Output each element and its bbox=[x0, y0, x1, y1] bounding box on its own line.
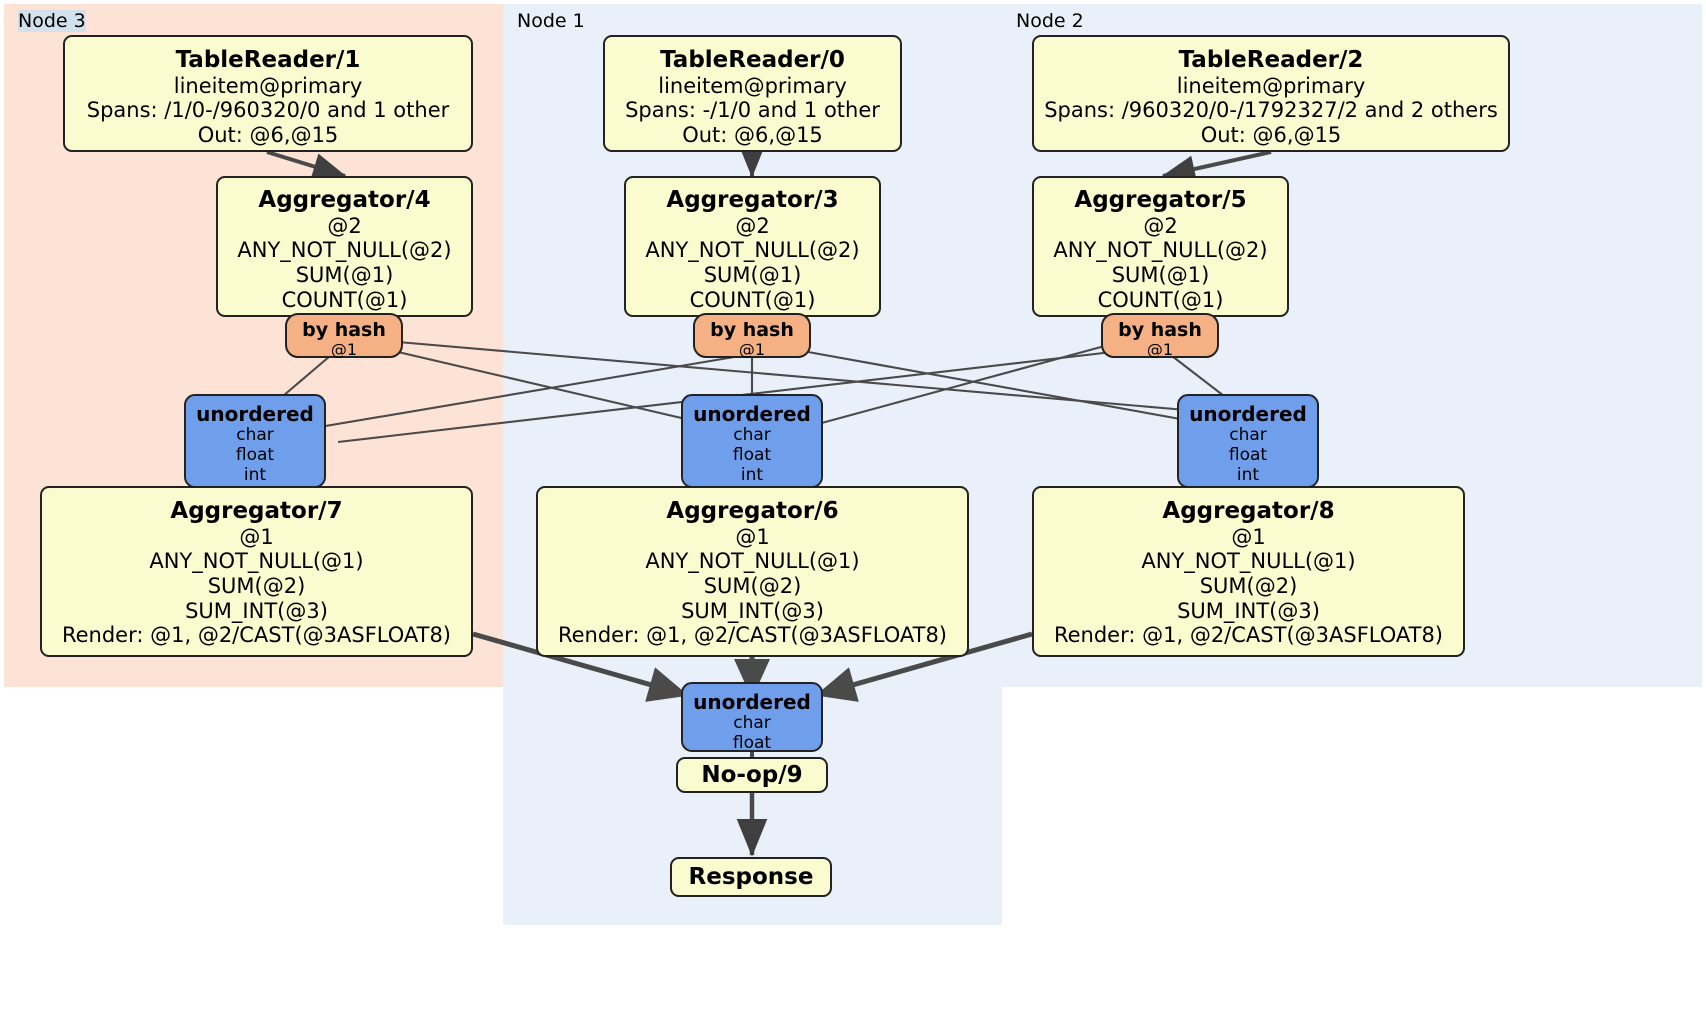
receiver-title: unordered bbox=[693, 690, 811, 714]
final-aggregator-node-2[interactable]: Aggregator/8 @1 ANY_NOT_NULL(@1) SUM(@2)… bbox=[1032, 486, 1465, 657]
receiver-title: unordered bbox=[196, 402, 314, 426]
receiver-type-3: int bbox=[740, 465, 764, 486]
receiver-type-2: float bbox=[732, 445, 772, 466]
node-title: Aggregator/5 bbox=[1074, 187, 1247, 213]
node-panel-label-node-3: Node 3 bbox=[18, 10, 86, 32]
node-render: Render: @1, @2/CAST(@3ASFLOAT8) bbox=[557, 623, 948, 648]
node-func-2: SUM(@2) bbox=[1199, 574, 1298, 599]
local-aggregator-node-2[interactable]: Aggregator/5 @2 ANY_NOT_NULL(@2) SUM(@1)… bbox=[1032, 176, 1289, 317]
receiver-type-1: char bbox=[1229, 425, 1267, 446]
router-title: by hash bbox=[710, 319, 794, 341]
node-title: Aggregator/8 bbox=[1162, 498, 1335, 524]
node-group-col: @1 bbox=[1231, 524, 1266, 549]
hash-router-node-1[interactable]: by hash @1 bbox=[693, 313, 811, 360]
node-func-3: SUM_INT(@3) bbox=[1177, 598, 1320, 623]
receiver-type-2: float bbox=[1228, 445, 1268, 466]
node-table: lineitem@primary bbox=[1176, 73, 1366, 98]
node-group-col: @1 bbox=[735, 524, 770, 549]
node-spans: Spans: -/1/0 and 1 other bbox=[625, 98, 880, 123]
node-out: Out: @6,@15 bbox=[1200, 123, 1342, 148]
node-func-1: ANY_NOT_NULL(@2) bbox=[645, 238, 860, 263]
node-panel-label-node-2: Node 2 bbox=[1016, 10, 1084, 32]
receiver-type-2: float bbox=[732, 733, 772, 754]
receiver-type-3: int bbox=[243, 465, 267, 486]
node-title: Aggregator/6 bbox=[666, 498, 839, 524]
node-title: Aggregator/3 bbox=[666, 187, 839, 213]
node-out: Out: @6,@15 bbox=[197, 123, 339, 148]
node-group-col: @2 bbox=[327, 213, 362, 238]
node-render: Render: @1, @2/CAST(@3ASFLOAT8) bbox=[61, 623, 452, 648]
node-func-3: COUNT(@1) bbox=[281, 287, 408, 312]
node-title: Aggregator/7 bbox=[170, 498, 343, 524]
receiver-type-2: float bbox=[235, 445, 275, 466]
hash-router-node-2[interactable]: by hash @1 bbox=[1101, 313, 1219, 360]
node-func-1: ANY_NOT_NULL(@2) bbox=[1053, 238, 1268, 263]
router-column: @1 bbox=[330, 340, 358, 360]
local-aggregator-node-1[interactable]: Aggregator/3 @2 ANY_NOT_NULL(@2) SUM(@1)… bbox=[624, 176, 881, 317]
receiver-title: unordered bbox=[1189, 402, 1307, 426]
node-func-3: COUNT(@1) bbox=[1097, 287, 1224, 312]
node-func-2: SUM(@2) bbox=[703, 574, 802, 599]
node-group-col: @2 bbox=[735, 213, 770, 238]
node-title: TableReader/2 bbox=[1178, 47, 1364, 73]
node-group-col: @2 bbox=[1143, 213, 1178, 238]
node-title: TableReader/1 bbox=[175, 47, 361, 73]
node-spans: Spans: /960320/0-/1792327/2 and 2 others bbox=[1044, 98, 1498, 123]
table-reader-node-3[interactable]: TableReader/1 lineitem@primary Spans: /1… bbox=[63, 35, 473, 152]
node-render: Render: @1, @2/CAST(@3ASFLOAT8) bbox=[1053, 623, 1444, 648]
final-receiver[interactable]: unordered char float bbox=[681, 682, 823, 754]
node-title: Response bbox=[688, 863, 814, 890]
table-reader-node-1[interactable]: TableReader/0 lineitem@primary Spans: -/… bbox=[603, 35, 902, 152]
node-func-2: SUM(@1) bbox=[703, 263, 802, 288]
node-func-2: SUM(@2) bbox=[207, 574, 306, 599]
node-panel-label-node-1: Node 1 bbox=[517, 10, 585, 32]
router-title: by hash bbox=[302, 319, 386, 341]
receiver-node-3[interactable]: unordered char float int bbox=[184, 394, 326, 488]
node-out: Out: @6,@15 bbox=[682, 123, 823, 148]
node-title: TableReader/0 bbox=[660, 47, 845, 73]
node-title: Aggregator/4 bbox=[258, 187, 431, 213]
final-aggregator-node-3[interactable]: Aggregator/7 @1 ANY_NOT_NULL(@1) SUM(@2)… bbox=[40, 486, 473, 657]
response-node[interactable]: Response bbox=[670, 857, 832, 897]
router-column: @1 bbox=[738, 340, 766, 360]
node-func-1: ANY_NOT_NULL(@1) bbox=[645, 549, 860, 574]
node-table: lineitem@primary bbox=[658, 73, 847, 98]
local-aggregator-node-3[interactable]: Aggregator/4 @2 ANY_NOT_NULL(@2) SUM(@1)… bbox=[216, 176, 473, 317]
node-func-1: ANY_NOT_NULL(@1) bbox=[149, 549, 364, 574]
receiver-node-2[interactable]: unordered char float int bbox=[1177, 394, 1319, 488]
node-spans: Spans: /1/0-/960320/0 and 1 other bbox=[86, 98, 450, 123]
node-func-1: ANY_NOT_NULL(@1) bbox=[1141, 549, 1356, 574]
node-func-1: ANY_NOT_NULL(@2) bbox=[237, 238, 452, 263]
router-title: by hash bbox=[1118, 319, 1202, 341]
receiver-node-1[interactable]: unordered char float int bbox=[681, 394, 823, 488]
router-column: @1 bbox=[1146, 340, 1174, 360]
node-group-col: @1 bbox=[239, 524, 274, 549]
node-func-3: SUM_INT(@3) bbox=[681, 598, 824, 623]
receiver-type-1: char bbox=[236, 425, 274, 446]
node-func-3: SUM_INT(@3) bbox=[185, 598, 328, 623]
table-reader-node-2[interactable]: TableReader/2 lineitem@primary Spans: /9… bbox=[1032, 35, 1510, 152]
receiver-type-1: char bbox=[733, 425, 771, 446]
node-func-2: SUM(@1) bbox=[1111, 263, 1210, 288]
node-table: lineitem@primary bbox=[173, 73, 363, 98]
node-title: No-op/9 bbox=[701, 761, 803, 788]
no-op-processor[interactable]: No-op/9 bbox=[676, 757, 828, 793]
receiver-title: unordered bbox=[693, 402, 811, 426]
receiver-type-1: char bbox=[733, 713, 771, 734]
node-func-2: SUM(@1) bbox=[295, 263, 394, 288]
node-func-3: COUNT(@1) bbox=[689, 287, 816, 312]
receiver-type-3: int bbox=[1236, 465, 1260, 486]
hash-router-node-3[interactable]: by hash @1 bbox=[285, 313, 403, 360]
final-aggregator-node-1[interactable]: Aggregator/6 @1 ANY_NOT_NULL(@1) SUM(@2)… bbox=[536, 486, 969, 657]
